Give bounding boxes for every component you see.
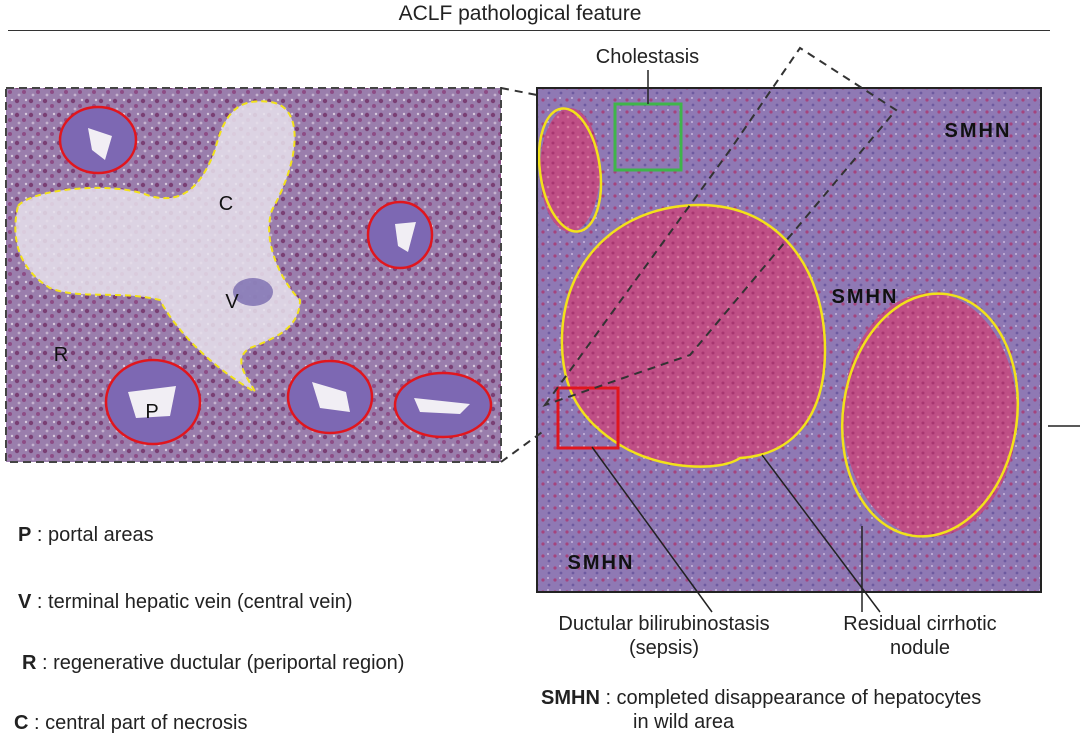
legend-key: V [18,591,32,613]
residual-leader-1 [761,454,881,613]
smhn-definition-key: SMHN [541,687,600,709]
portal-lumens [88,128,470,418]
central-vein-region [233,278,273,306]
smhn-label-middle: SMHN [832,286,899,308]
zoom-connector-bottom [500,429,546,463]
smhn-label-bottom: SMHN [568,552,635,574]
legend-item-c: C : central part of necrosis [14,711,247,735]
zoom-connector-top [500,87,538,96]
legend-item-v: V : terminal hepatic vein (central vein) [18,590,353,614]
ductular-box [556,386,620,450]
cholestasis-label: Cholestasis [595,46,700,68]
figure-title: ACLF pathological feature [398,2,642,25]
ductular-label-line1: Ductular bilirubinostasis [558,613,770,635]
label-p: P [145,401,158,423]
smhn-label-top: SMHN [945,120,1012,142]
nodule-outlines [537,107,1020,538]
ductular-leader [591,446,713,613]
legend-item-p: P : portal areas [18,523,154,547]
legend-text: : regenerative ductular (periportal regi… [36,652,405,674]
residual-label-line2: nodule [889,637,951,659]
residual-nodule [843,293,1017,537]
legend-key: P [18,524,32,546]
smhn-definition-text: : completed disappearance of hepatocytes [599,687,982,709]
title-rule [8,30,1050,31]
zoom-histology-panel: C V R P [5,87,502,463]
zoom-panel-border [5,87,502,463]
ductular-label: Ductular bilirubinostasis (sepsis) [528,612,800,660]
legend-text: : terminal hepatic vein (central vein) [31,591,353,613]
legend-key: R [22,652,37,674]
label-v: V [225,291,239,313]
smhn-definition-line1: SMHN : completed disappearance of hepato… [541,686,981,710]
residual-label-line1: Residual cirrhotic [843,613,997,635]
label-r: R [54,344,68,366]
ductular-label-line2: (sepsis) [628,637,699,659]
legend-text: : portal areas [31,524,154,546]
necrosis-region [15,101,300,393]
smhn-definition: SMHN : completed disappearance of hepato… [541,686,981,734]
legend-key: C [14,712,29,734]
label-c: C [219,193,233,215]
large-nodule [561,205,825,467]
overview-histology-panel: SMHN SMHN SMHN [536,46,1042,593]
smhn-definition-line2: in wild area [633,711,735,733]
legend-item-r: R : regenerative ductular (periportal re… [22,651,404,675]
legend-text: : central part of necrosis [28,712,248,734]
small-nodule [540,108,600,232]
overview-panel-border [536,87,1042,593]
residual-nodule-label: Residual cirrhotic nodule [810,612,1030,660]
zoom-region-outline [542,46,898,407]
